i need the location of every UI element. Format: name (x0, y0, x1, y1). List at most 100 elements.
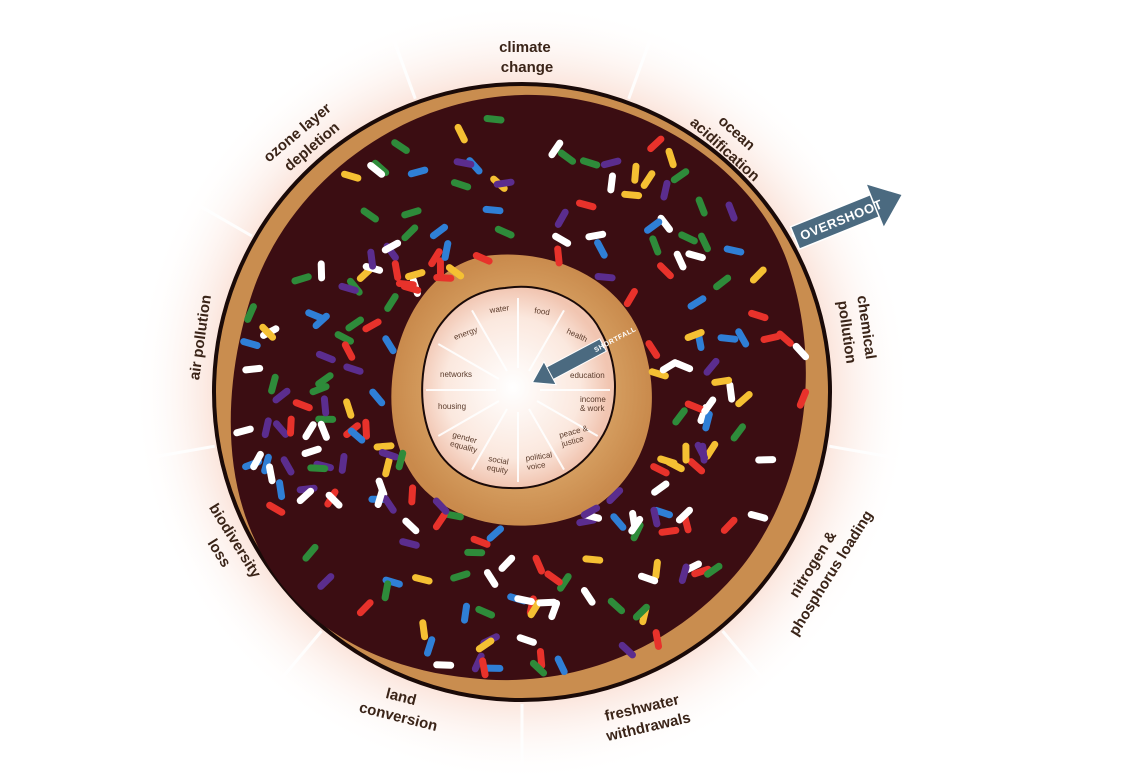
sprinkle (698, 232, 711, 253)
sprinkle (454, 123, 468, 144)
sprinkle (341, 341, 356, 361)
sprinkle (343, 398, 355, 419)
sprinkle (649, 235, 662, 256)
sprinkle (362, 418, 370, 440)
sprinkle (723, 245, 745, 256)
sprinkle (580, 587, 596, 606)
sprinkle (428, 248, 443, 268)
sprinkles (233, 115, 810, 679)
sprinkle (796, 388, 810, 409)
sprinkle (544, 570, 563, 586)
sprinkle (395, 449, 407, 471)
sprinkle (657, 262, 674, 280)
hole-ray (536, 400, 599, 437)
sprinkle (432, 497, 450, 515)
sprinkle (325, 491, 343, 509)
sprinkle (675, 506, 693, 524)
sprinkle (471, 652, 485, 673)
hole-ray (528, 408, 565, 471)
sprinkle (345, 316, 364, 332)
sprinkle (395, 280, 417, 289)
sprinkle (607, 172, 616, 194)
sprinkle (296, 487, 315, 505)
sector-divider (149, 444, 216, 460)
sprinkle (685, 250, 706, 262)
sprinkle (665, 147, 677, 169)
sprinkle (470, 535, 491, 548)
sprinkle (678, 231, 698, 245)
sprinkle (240, 338, 261, 349)
sector-divider (828, 444, 895, 460)
sprinkle (483, 115, 505, 124)
label-climate-change: climate change (499, 39, 555, 76)
sprinkle (272, 387, 291, 404)
sprinkle (694, 441, 708, 462)
sprinkle (412, 574, 433, 585)
sprinkle (338, 282, 359, 294)
sprinkle (585, 230, 607, 241)
sprinkle (302, 421, 317, 441)
sprinkle (594, 239, 608, 259)
sprinkle (691, 565, 712, 578)
sprinkle (630, 521, 644, 542)
sprinkle (280, 456, 295, 476)
sprinkle (486, 525, 504, 542)
sprinkle (338, 453, 348, 474)
sprinkle (529, 659, 548, 677)
sprinkle (259, 323, 277, 341)
sprinkle (536, 598, 558, 607)
sprinkle (621, 190, 643, 200)
sprinkle (408, 484, 417, 506)
sprinkle (632, 603, 650, 621)
sprinkle (730, 423, 746, 442)
label-housing: housing (438, 402, 466, 411)
sprinkle (391, 260, 402, 281)
sector-divider (193, 201, 253, 238)
sprinkle (748, 309, 769, 322)
sprinkle (453, 158, 475, 168)
sector-divider (277, 630, 323, 683)
sprinkle (532, 554, 545, 575)
sprinkle (652, 629, 662, 650)
sprinkle (554, 245, 563, 267)
sprinkle (576, 199, 597, 211)
sprinkle (244, 303, 257, 323)
sprinkle (483, 569, 499, 588)
sprinkle (552, 232, 572, 247)
sprinkle (726, 381, 736, 403)
sprinkle (623, 288, 638, 308)
sprinkle (735, 391, 753, 408)
sprinkle (360, 207, 379, 223)
hole-ray (437, 343, 500, 380)
sprinkle (498, 554, 516, 572)
sprinkle (233, 425, 254, 437)
sprinkle (305, 309, 326, 322)
sprinkle (381, 239, 402, 254)
sprinkle (647, 135, 665, 153)
sprinkle (618, 641, 636, 659)
sprinkle (312, 312, 330, 330)
sprinkle (576, 516, 597, 527)
sprinkle (548, 599, 561, 621)
sprinkle (645, 340, 661, 359)
sprinkle (536, 648, 546, 669)
sprinkle (579, 157, 601, 169)
sprinkle (373, 442, 395, 451)
sprinkle (315, 372, 334, 388)
sprinkle (276, 479, 286, 501)
sprinkle (475, 637, 495, 653)
sprinkle (720, 516, 738, 534)
sprinkle (242, 364, 264, 374)
sprinkle (557, 573, 572, 592)
sprinkle (650, 463, 670, 477)
sprinkle (713, 274, 732, 291)
sprinkle (657, 214, 673, 233)
sprinkle (367, 162, 386, 178)
sprinkle (747, 511, 769, 522)
sprinkle (687, 458, 706, 475)
sprinkle (776, 330, 794, 347)
sprinkle (600, 157, 622, 169)
sprinkle (391, 139, 410, 154)
sprinkle (320, 395, 330, 417)
sprinkle (652, 558, 661, 580)
